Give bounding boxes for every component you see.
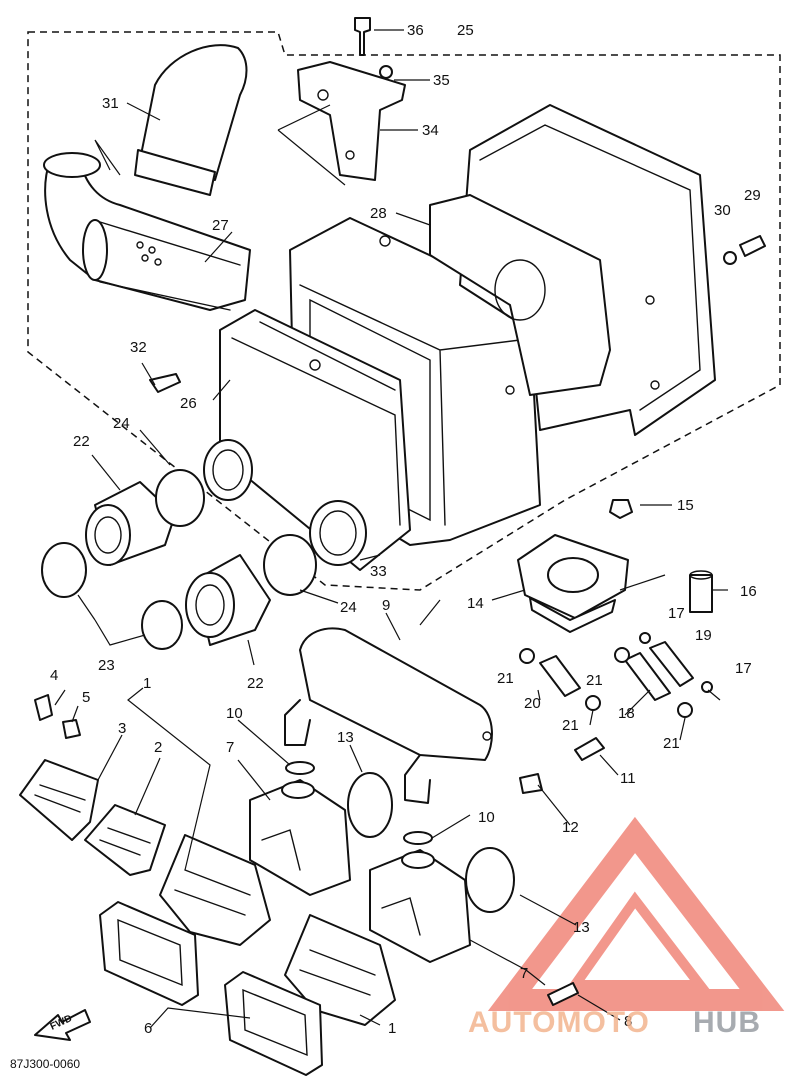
callout-1-upper: 1 xyxy=(143,675,151,692)
gasket-upper xyxy=(99,901,199,1006)
callout-23: 23 xyxy=(98,657,115,674)
nut-5 xyxy=(62,719,81,739)
callout-24-lower: 24 xyxy=(340,599,357,616)
callout-numbers: 36 25 35 34 31 28 27 30 29 32 26 24 22 1… xyxy=(50,22,761,1037)
callout-29: 29 xyxy=(744,187,761,204)
clip-17b xyxy=(701,681,713,693)
reed-valve xyxy=(84,804,166,876)
callout-16: 16 xyxy=(740,583,757,600)
callout-6: 6 xyxy=(144,1020,152,1037)
clamp-24a xyxy=(155,469,205,527)
clip-21c xyxy=(614,647,630,663)
watermark-text-secondary: HUB xyxy=(693,1006,761,1039)
callout-1-lower: 1 xyxy=(388,1020,396,1037)
joint-left xyxy=(203,439,253,501)
callout-21-c: 21 xyxy=(586,672,603,689)
callout-8: 8 xyxy=(624,1013,632,1030)
clamp-13b xyxy=(465,847,515,913)
callout-10-lower: 10 xyxy=(478,809,495,826)
hose-18 xyxy=(624,652,671,701)
carb-joint-lower xyxy=(185,554,271,646)
carb-joint-upper xyxy=(85,481,176,566)
callout-32: 32 xyxy=(130,339,147,356)
callout-31: 31 xyxy=(102,95,119,112)
callout-27: 27 xyxy=(212,217,229,234)
callout-30: 30 xyxy=(714,202,731,219)
clip-21d xyxy=(677,702,693,718)
callout-24-upper: 24 xyxy=(113,415,130,432)
callout-7-lower: 7 xyxy=(520,965,528,982)
cover-screw xyxy=(739,235,766,257)
callout-25: 25 xyxy=(457,22,474,39)
callout-22-upper: 22 xyxy=(73,433,90,450)
callout-9: 9 xyxy=(382,597,390,614)
clip-17a xyxy=(639,632,651,644)
clamp-23b xyxy=(141,600,183,650)
callout-18: 18 xyxy=(618,705,635,722)
reed-block-upper xyxy=(159,834,271,946)
callout-19: 19 xyxy=(695,627,712,644)
clip-21a xyxy=(519,648,535,664)
callout-21-d: 21 xyxy=(663,735,680,752)
gasket-lower xyxy=(224,971,323,1076)
callout-3: 3 xyxy=(118,720,126,737)
clamp-23a xyxy=(41,542,87,598)
callout-12: 12 xyxy=(562,819,579,836)
throttle-body xyxy=(517,534,629,633)
nut-15 xyxy=(609,499,633,519)
watermark-logo xyxy=(487,816,785,1011)
washer xyxy=(723,251,737,265)
callout-14: 14 xyxy=(467,595,484,612)
resonator xyxy=(284,627,493,804)
intake-duct xyxy=(43,152,251,311)
plug-16 xyxy=(689,574,713,613)
callout-34: 34 xyxy=(422,122,439,139)
callout-13-upper: 13 xyxy=(337,729,354,746)
callout-2: 2 xyxy=(154,739,162,756)
grommet-12 xyxy=(519,773,543,794)
o-ring-lower xyxy=(403,831,433,845)
hose-19 xyxy=(649,641,694,687)
callout-5: 5 xyxy=(82,689,90,706)
callout-11: 11 xyxy=(620,770,636,787)
mounting-bracket xyxy=(297,17,406,181)
callout-22-lower: 22 xyxy=(247,675,264,692)
bolt-8 xyxy=(547,982,579,1006)
manifold-upper xyxy=(249,779,351,896)
callout-21-b: 21 xyxy=(562,717,579,734)
callout-15: 15 xyxy=(677,497,694,514)
callout-7-upper: 7 xyxy=(226,739,234,756)
callout-21-a: 21 xyxy=(497,670,514,687)
callout-4: 4 xyxy=(50,667,58,684)
hose-20 xyxy=(539,655,581,697)
diagram-code: 87J300-0060 xyxy=(10,1057,80,1071)
clamp-13a xyxy=(347,772,393,838)
callout-13-lower: 13 xyxy=(573,919,590,936)
manifold-lower xyxy=(369,849,471,963)
clamp-24b xyxy=(263,534,317,596)
callout-33: 33 xyxy=(370,563,387,580)
callout-35: 35 xyxy=(433,72,450,89)
forward-arrow-icon xyxy=(34,1009,91,1041)
bolt-32 xyxy=(149,373,181,393)
callout-17-upper: 17 xyxy=(668,605,685,622)
callout-26: 26 xyxy=(180,395,197,412)
callout-17-lower: 17 xyxy=(735,660,752,677)
watermark-text-primary: AUTOMOTO xyxy=(468,1006,650,1039)
bolt-11 xyxy=(574,737,605,761)
screw-4 xyxy=(34,694,53,721)
intake-boot xyxy=(134,44,248,196)
callout-28: 28 xyxy=(370,205,387,222)
callout-36: 36 xyxy=(407,22,424,39)
callout-10-upper: 10 xyxy=(226,705,243,722)
callout-20: 20 xyxy=(524,695,541,712)
clip-21b xyxy=(585,695,601,711)
joint-right xyxy=(309,500,367,566)
leader-lines xyxy=(54,29,728,1029)
reed-stopper xyxy=(19,759,99,841)
o-ring-upper xyxy=(285,761,315,775)
air-box-cover xyxy=(429,104,716,436)
